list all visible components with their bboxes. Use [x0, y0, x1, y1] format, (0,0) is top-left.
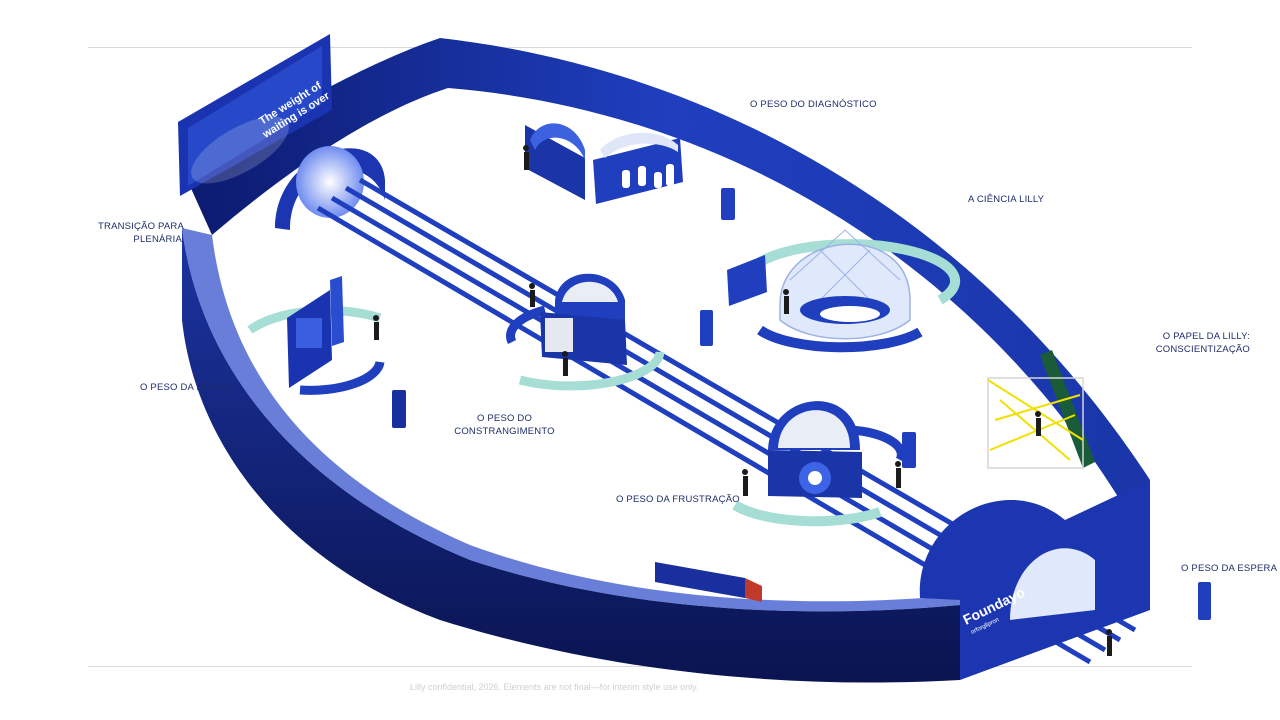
label-peso-duvida: O PESO DA DÚVIDA — [140, 382, 234, 393]
label-papel-line1: O PAPEL DA LILLY: — [1162, 331, 1250, 342]
label-constrangimento-line2: CONSTRANGIMENTO — [454, 426, 555, 437]
label-peso-espera: O PESO DA ESPERA — [1181, 563, 1278, 574]
exit-tunnel: Foundayo orforglipron — [919, 480, 1150, 680]
visitor-figures — [373, 145, 1112, 656]
booth-frustracao — [732, 401, 906, 527]
label-ciencia-lilly: A CIÊNCIA LILLY — [968, 194, 1045, 205]
label-papel-line2: CONSCIENTIZAÇÃO — [1155, 344, 1250, 355]
booth-ciencia-dome — [727, 229, 961, 353]
info-kiosk — [721, 188, 735, 220]
booth-duvida — [247, 276, 385, 395]
label-constrangimento-line1: O PESO DO — [476, 413, 533, 424]
info-kiosk — [1198, 582, 1211, 620]
entrance-tunnel-opening — [296, 146, 364, 218]
label-peso-diagnostico: O PESO DO DIAGNÓSTICO — [750, 99, 877, 110]
label-transicao-plenaria: TRANSIÇÃO PARA PLENÁRIA — [98, 220, 185, 246]
top-divider — [88, 47, 1192, 48]
label-peso-constrangimento: O PESO DO CONSTRANGIMENTO — [452, 412, 557, 438]
front-curved-wall — [182, 228, 960, 683]
label-transicao-line2: PLENÁRIA — [133, 234, 182, 245]
confidential-footer: Lilly confidential, 2026. Elements are n… — [410, 682, 699, 692]
booth-diagnostico — [525, 123, 683, 204]
label-transicao-line1: TRANSIÇÃO PARA — [98, 221, 185, 232]
label-peso-frustracao: O PESO DA FRUSTRAÇÃO — [616, 494, 740, 505]
label-papel-lilly: O PAPEL DA LILLY: CONSCIENTIZAÇÃO — [1150, 330, 1250, 356]
info-kiosk — [700, 310, 713, 346]
info-kiosk — [392, 390, 406, 428]
bottom-divider — [88, 666, 1192, 667]
info-kiosk — [902, 432, 916, 468]
booth-constrangimento — [506, 273, 665, 391]
booth-conscientizacao-cage — [987, 350, 1095, 469]
registration-counter — [655, 562, 745, 598]
